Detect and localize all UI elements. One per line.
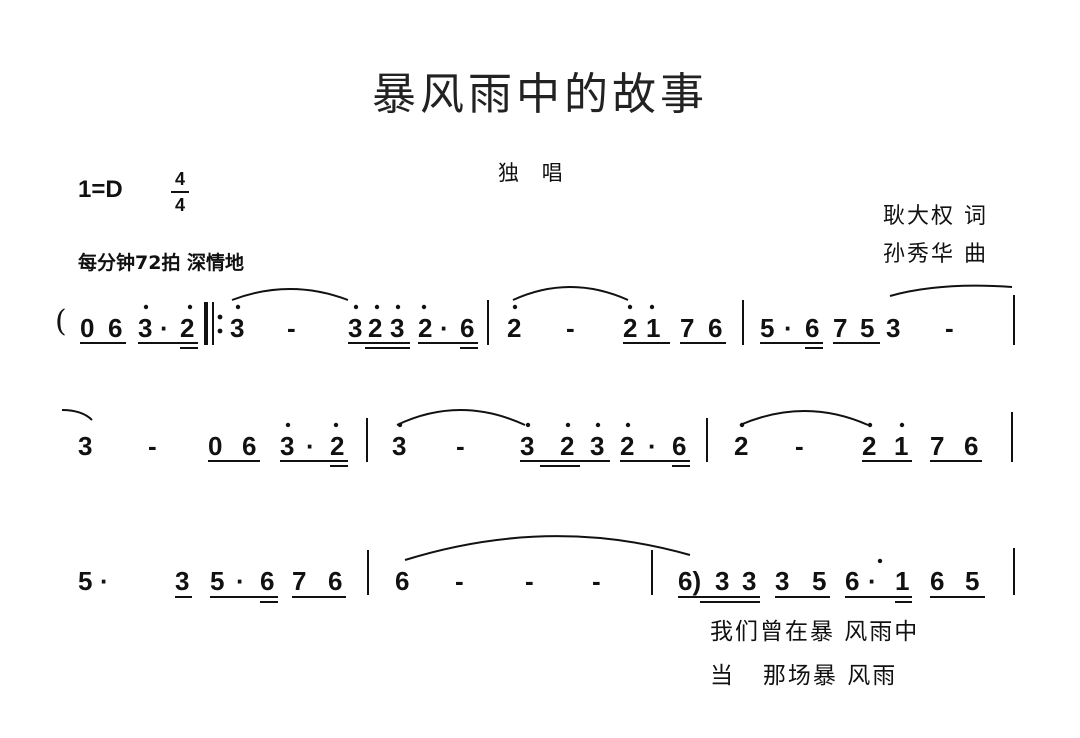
note: 2	[734, 431, 748, 461]
svg-text:-: -	[456, 431, 465, 461]
tempo-marking: 每分钟72拍 深情地	[78, 252, 245, 274]
note: 5	[78, 566, 92, 596]
note: 6	[260, 566, 274, 596]
note: 7	[680, 313, 694, 343]
svg-text:·: ·	[306, 431, 315, 461]
svg-text:-: -	[592, 566, 601, 596]
note: 2	[368, 313, 382, 343]
note: 2	[862, 431, 876, 461]
note: 3	[886, 313, 900, 343]
svg-text:·: ·	[160, 313, 169, 343]
key-signature: 1=D	[78, 176, 123, 203]
note: 5	[210, 566, 224, 596]
note: 6	[845, 566, 859, 596]
note: 6	[242, 431, 256, 461]
svg-text:-: -	[287, 313, 296, 343]
svg-text:-: -	[566, 313, 575, 343]
lyric-line-1: 我们曾在暴 风雨中	[710, 619, 920, 645]
intro-parenthesis: (	[55, 304, 67, 339]
time-signature-top: 4	[174, 169, 185, 189]
tie-slur	[231, 288, 349, 301]
svg-text:-: -	[525, 566, 534, 596]
svg-text:·: ·	[236, 566, 245, 596]
svg-text:-: -	[795, 431, 804, 461]
note: 3	[390, 313, 404, 343]
song-title: 暴风雨中的故事	[372, 69, 708, 120]
time-signature-bottom: 4	[174, 195, 185, 215]
note: 3	[138, 313, 152, 343]
note: 6	[805, 313, 819, 343]
note: 6	[708, 313, 722, 343]
note: 2	[507, 313, 521, 343]
tie-slur	[512, 286, 629, 301]
note: 1	[646, 313, 660, 343]
tie-slur	[396, 409, 526, 426]
note: 0	[208, 431, 222, 461]
note: 6)	[678, 566, 701, 596]
note: 1	[895, 566, 909, 596]
note: 3	[715, 566, 729, 596]
note: 6	[460, 313, 474, 343]
note: 1	[894, 431, 908, 461]
note: 7	[833, 313, 847, 343]
note: 3	[348, 313, 362, 343]
svg-text:-: -	[455, 566, 464, 596]
tie-slur	[739, 410, 869, 426]
note: 3	[175, 566, 189, 596]
note: 2	[623, 313, 637, 343]
tie-slur	[404, 535, 691, 561]
note: 6	[964, 431, 978, 461]
note: 6	[672, 431, 686, 461]
note: 3	[78, 431, 92, 461]
note: 3	[230, 313, 244, 343]
note: 2	[620, 431, 634, 461]
svg-text:·: ·	[440, 313, 449, 343]
note: 3	[742, 566, 756, 596]
note: 6	[395, 566, 409, 596]
note: 5	[760, 313, 774, 343]
note: 3	[392, 431, 406, 461]
composer-credit: 孙秀华 曲	[883, 242, 988, 267]
time-signature: 4 4	[168, 168, 192, 216]
note: 5	[965, 566, 979, 596]
note: 7	[930, 431, 944, 461]
note: 2	[330, 431, 344, 461]
note: 7	[292, 566, 306, 596]
tie-slur	[61, 409, 93, 421]
svg-text:-: -	[945, 313, 954, 343]
performance-type: 独 唱	[498, 161, 571, 185]
note: 6	[328, 566, 342, 596]
note: 3	[590, 431, 604, 461]
svg-text:·: ·	[648, 431, 657, 461]
note: 6	[108, 313, 122, 343]
svg-text:-: -	[148, 431, 157, 461]
note: 5	[812, 566, 826, 596]
note: 2	[418, 313, 432, 343]
lyric-line-2: 当 那场暴 风雨	[710, 663, 898, 689]
svg-text:·: ·	[784, 313, 793, 343]
note: 3	[280, 431, 294, 461]
svg-text:·: ·	[100, 566, 109, 596]
lyricist-credit: 耿大权 词	[883, 204, 988, 229]
note: 2	[560, 431, 574, 461]
note: 5	[860, 313, 874, 343]
tie-slur	[889, 284, 1013, 297]
svg-text:·: ·	[868, 566, 877, 596]
note: 3	[775, 566, 789, 596]
note: 0	[80, 313, 94, 343]
note: 3	[520, 431, 534, 461]
note: 6	[930, 566, 944, 596]
note: 2	[180, 313, 194, 343]
